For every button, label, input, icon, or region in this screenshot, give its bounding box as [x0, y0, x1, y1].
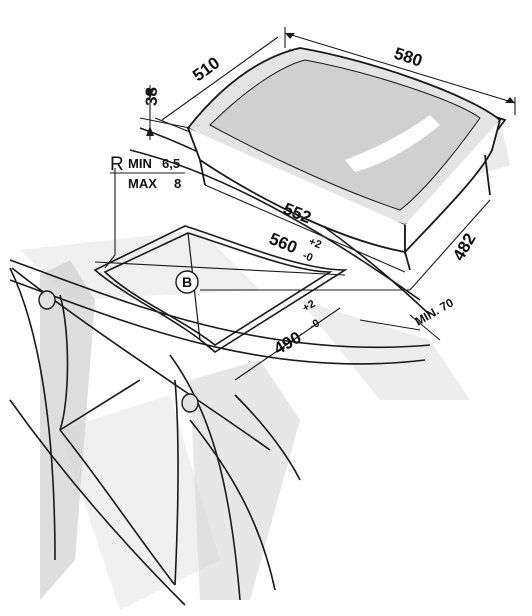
shade-cabinet-floor [60, 395, 220, 610]
hob-glass-shine [345, 115, 440, 172]
radius-max-label: MAX [128, 176, 157, 191]
label-560-tol-minus: -0 [301, 250, 315, 265]
label-490-tol-plus: +2 [301, 298, 318, 315]
shade-inner-wall [190, 360, 300, 600]
cabinet-left-door [9, 267, 56, 561]
cabinet-inner-left [59, 379, 141, 431]
cabinet-mid-divider [174, 379, 179, 586]
arrow-38-top [146, 89, 154, 99]
dim-line-560 [94, 261, 346, 276]
worktop-back-edge-2 [129, 149, 421, 301]
label-560: 560 [267, 229, 300, 257]
cutout-inner [103, 232, 333, 346]
dimension-lines [94, 27, 516, 381]
cabinet-front-arc [9, 399, 186, 606]
dim-line-min70 [359, 319, 421, 331]
radius-leader [104, 168, 116, 269]
callout-b: B [175, 270, 410, 294]
radius-symbol: R [110, 154, 124, 175]
hob-body-right-drop [484, 154, 491, 196]
dim-line-552 [204, 184, 406, 273]
shade-right-panel [300, 300, 470, 400]
hob-body-drop [199, 159, 206, 186]
label-38: 38 [142, 87, 161, 106]
hob-body-bottom [404, 251, 411, 271]
label-490: 490 [271, 328, 305, 359]
radius-max-value: 8 [174, 176, 181, 191]
arrow-38-bottom [146, 126, 154, 136]
radius-spec: R MIN 6,5 MAX 8 [110, 154, 185, 191]
cabinet-left-door-inner [59, 294, 69, 431]
dim-line-510 [161, 36, 279, 121]
cabinet [9, 267, 301, 606]
dim-line-490 [234, 307, 341, 381]
label-482: 482 [449, 230, 480, 264]
hob-glass-highlight [209, 59, 481, 211]
cutout [93, 225, 348, 354]
shade-worktop-band [20, 230, 260, 300]
cabinet-right-door-edge [189, 419, 276, 591]
callout-b-label: B [182, 274, 192, 290]
cutout-wall [187, 232, 216, 353]
hob-side-front [187, 127, 406, 254]
dim-line-580 [284, 32, 516, 104]
door-knobs [38, 290, 199, 413]
cutout-outer [93, 225, 348, 354]
arrowheads [146, 33, 515, 136]
dim-line-482 [409, 199, 491, 291]
cabinet-right-door [169, 354, 241, 601]
radius-min-value: 6,5 [162, 156, 180, 171]
cabinet-inner-bottom [59, 429, 176, 586]
knob-right [181, 393, 199, 413]
knob-left [38, 290, 56, 310]
label-560-tol-plus: +2 [307, 236, 323, 252]
radius-min-label: MIN [128, 156, 152, 171]
callout-b-circle [175, 270, 199, 294]
hob [186, 47, 507, 271]
cabinet-right-face [234, 394, 301, 481]
worktop-front-edge-2 [9, 279, 426, 365]
hob-side-right [404, 119, 501, 255]
